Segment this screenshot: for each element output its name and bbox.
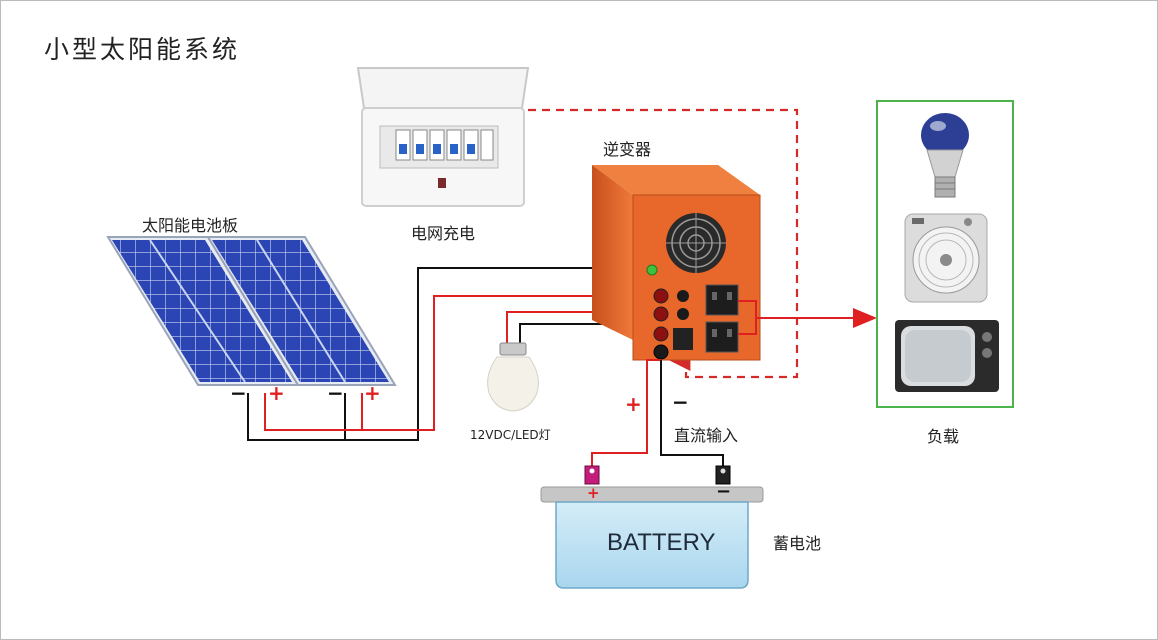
page-title: 小型太阳能系统	[44, 35, 241, 64]
battery-terminal-plus: +	[587, 484, 600, 502]
solar-panel-label: 太阳能电池板	[142, 216, 239, 235]
battery-wire-plus: +	[625, 392, 642, 416]
battery-terminal-minus: −	[716, 481, 732, 502]
inverter-unit	[592, 165, 761, 361]
led-lamp-label: 12VDC/LED灯	[470, 428, 551, 442]
load-label: 负载	[927, 427, 960, 446]
load-tv	[895, 320, 999, 392]
battery-positive-wire	[591, 359, 661, 467]
battery-wire-minus: −	[672, 390, 689, 414]
battery-storage-label: 蓄电池	[773, 534, 822, 553]
panel-right-plus: +	[364, 381, 381, 405]
battery-negative-wire	[660, 360, 724, 467]
load-box	[876, 100, 1014, 408]
panel-right-minus: −	[327, 381, 344, 405]
grid-charge-label: 电网充电	[411, 224, 476, 243]
panel-left-plus: +	[268, 381, 285, 405]
panel-left-minus: −	[230, 381, 247, 405]
battery-text: BATTERY	[607, 529, 716, 556]
load-fan	[904, 213, 988, 303]
dc-input-label: 直流输入	[674, 426, 739, 445]
solar-panel-left	[106, 236, 300, 386]
inverter-label: 逆变器	[603, 140, 652, 159]
solar-panel-right	[206, 236, 397, 386]
load-bulb	[921, 113, 969, 198]
panel-wiring	[247, 267, 654, 441]
led-bulb	[487, 342, 539, 412]
battery-body	[540, 465, 764, 589]
distribution-box	[356, 67, 530, 207]
grid-to-inverter-dashed	[528, 108, 799, 379]
